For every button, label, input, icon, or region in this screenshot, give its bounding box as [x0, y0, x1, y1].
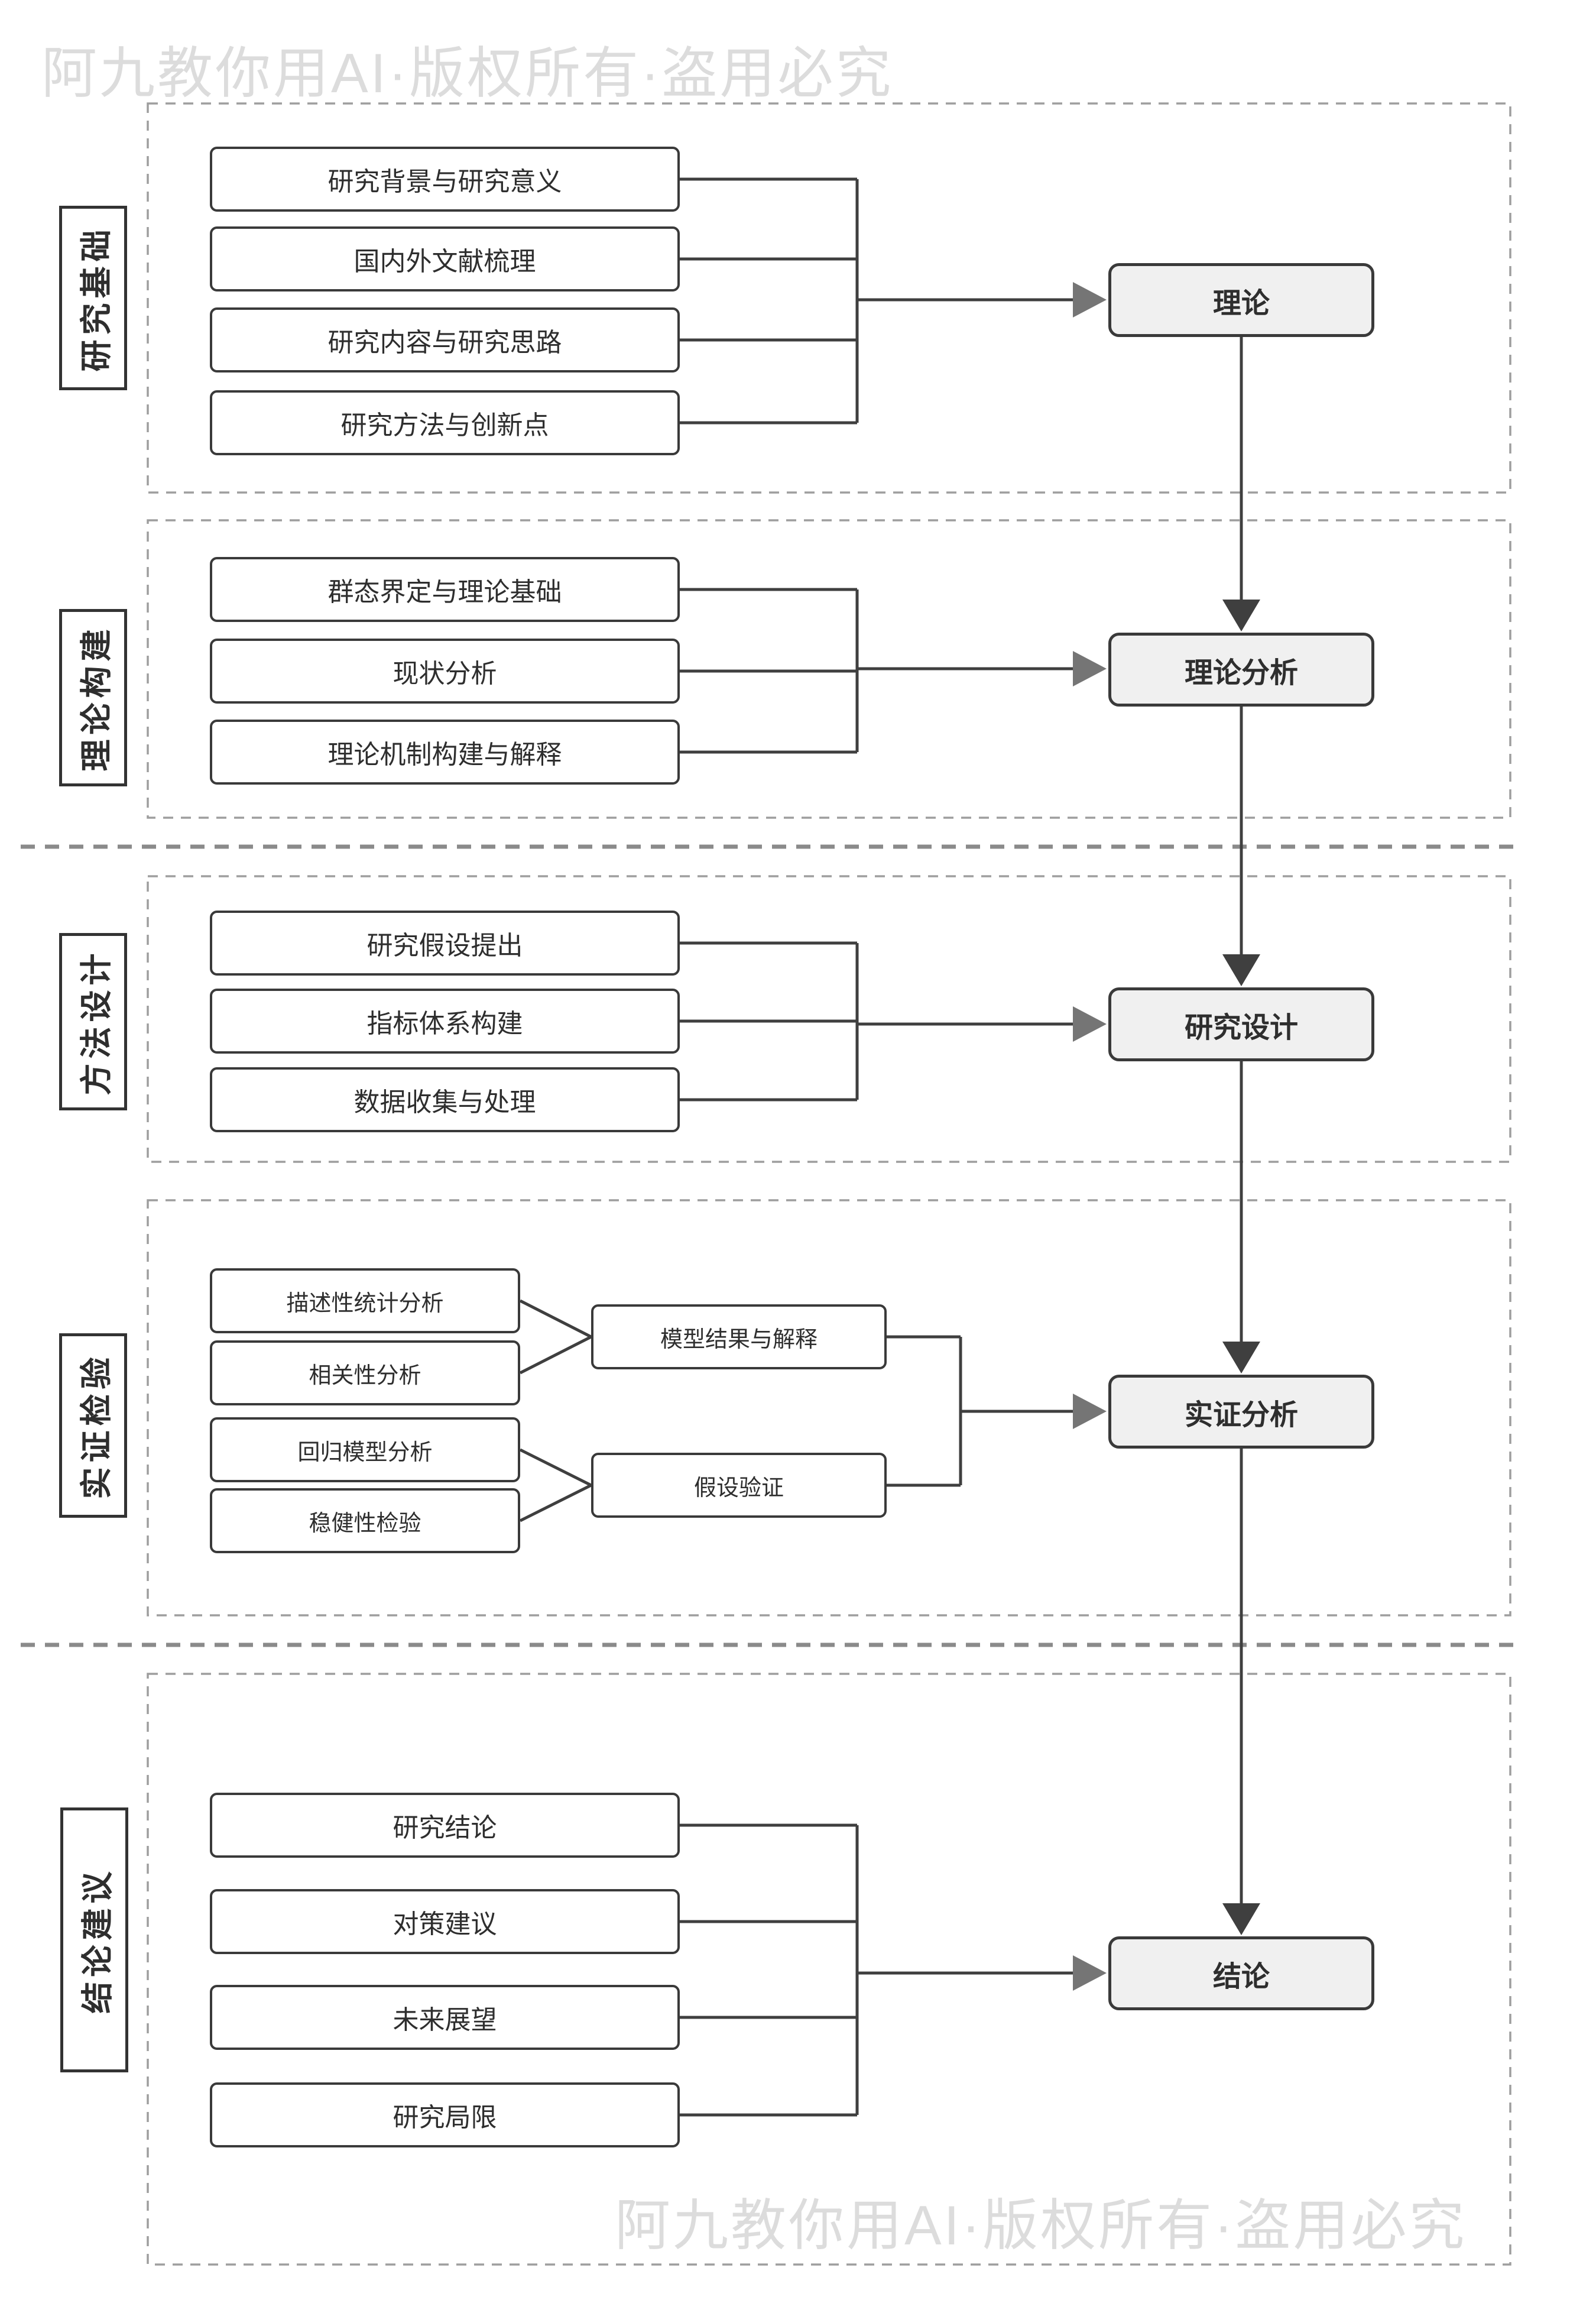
phase-label-text: 研究基础	[79, 225, 114, 371]
flow-node-conclusion: 结论	[1108, 1936, 1374, 2010]
phase-label-theory-construction: 理论构建	[59, 609, 127, 786]
section5-connectors	[680, 1823, 1073, 2117]
item-box: 现状分析	[210, 639, 680, 704]
item-box: 未来展望	[210, 1985, 680, 2050]
item-box: 指标体系构建	[210, 989, 680, 1054]
flow-node-empirical-analysis: 实证分析	[1108, 1375, 1374, 1449]
item-box: 相关性分析	[210, 1340, 520, 1405]
phase-label-text: 方法设计	[79, 948, 114, 1095]
right-arrowheads	[1073, 282, 1107, 1991]
watermark-top: 阿九教你用AI·版权所有·盗用必究	[41, 42, 894, 104]
item-box: 理论机制构建与解释	[210, 720, 680, 785]
phase-label-method-design: 方法设计	[59, 933, 127, 1110]
flow-node-research-design: 研究设计	[1108, 987, 1374, 1061]
item-box: 研究结论	[210, 1793, 680, 1858]
flow-node-theory-analysis: 理论分析	[1108, 633, 1374, 707]
item-box: 描述性统计分析	[210, 1268, 520, 1333]
intermediate-box: 假设验证	[591, 1453, 887, 1518]
item-box: 回归模型分析	[210, 1417, 520, 1482]
flow-node-theory: 理论	[1108, 263, 1374, 337]
item-box: 稳健性检验	[210, 1488, 520, 1553]
phase-label-conclusion-suggestion: 结论建议	[60, 1807, 128, 2072]
section1-connectors	[680, 177, 1073, 425]
section4-connectors	[519, 1299, 1073, 1522]
phase-label-text: 实证检验	[79, 1352, 114, 1499]
item-box: 研究假设提出	[210, 911, 680, 976]
item-box: 研究局限	[210, 2082, 680, 2147]
item-box: 研究背景与研究意义	[210, 147, 680, 212]
phase-label-text: 结论建议	[80, 1867, 115, 2013]
item-box: 国内外文献梳理	[210, 226, 680, 291]
intermediate-box: 模型结果与解释	[591, 1304, 887, 1369]
section3-connectors	[680, 941, 1073, 1102]
item-box: 对策建议	[210, 1889, 680, 1954]
phase-label-text: 理论构建	[79, 624, 114, 771]
down-arrowheads	[1222, 600, 1260, 1935]
phase-label-empirical-test: 实证检验	[59, 1333, 127, 1518]
item-box: 群态界定与理论基础	[210, 557, 680, 622]
section2-connectors	[680, 588, 1073, 754]
item-box: 数据收集与处理	[210, 1067, 680, 1132]
phase-divider-lines	[21, 844, 1513, 1647]
watermark-bottom: 阿九教你用AI·版权所有·盗用必究	[615, 2194, 1467, 2256]
item-box: 研究内容与研究思路	[210, 307, 680, 372]
phase-label-research-foundation: 研究基础	[59, 206, 127, 390]
section-dashed-frames	[147, 102, 1511, 2266]
item-box: 研究方法与创新点	[210, 390, 680, 455]
